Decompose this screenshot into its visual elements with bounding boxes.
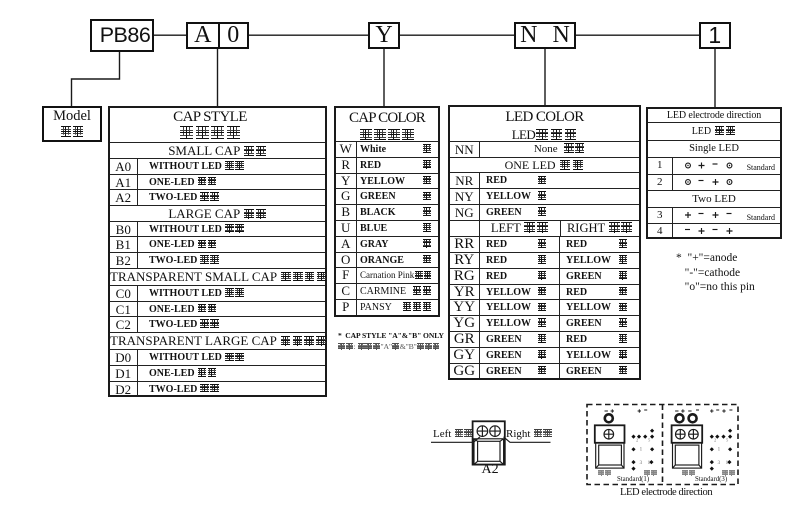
svg-text:1: 1 xyxy=(726,460,729,466)
svg-text:3: 3 xyxy=(718,460,721,466)
svg-text:1: 1 xyxy=(648,460,651,466)
svg-text:2: 2 xyxy=(714,438,716,443)
svg-text:1: 1 xyxy=(718,447,721,453)
svg-text:5: 5 xyxy=(648,438,651,443)
svg-text:3: 3 xyxy=(640,460,643,466)
svg-text:5: 5 xyxy=(726,438,729,443)
svg-text:2: 2 xyxy=(636,438,638,443)
svg-text:1: 1 xyxy=(640,447,643,453)
